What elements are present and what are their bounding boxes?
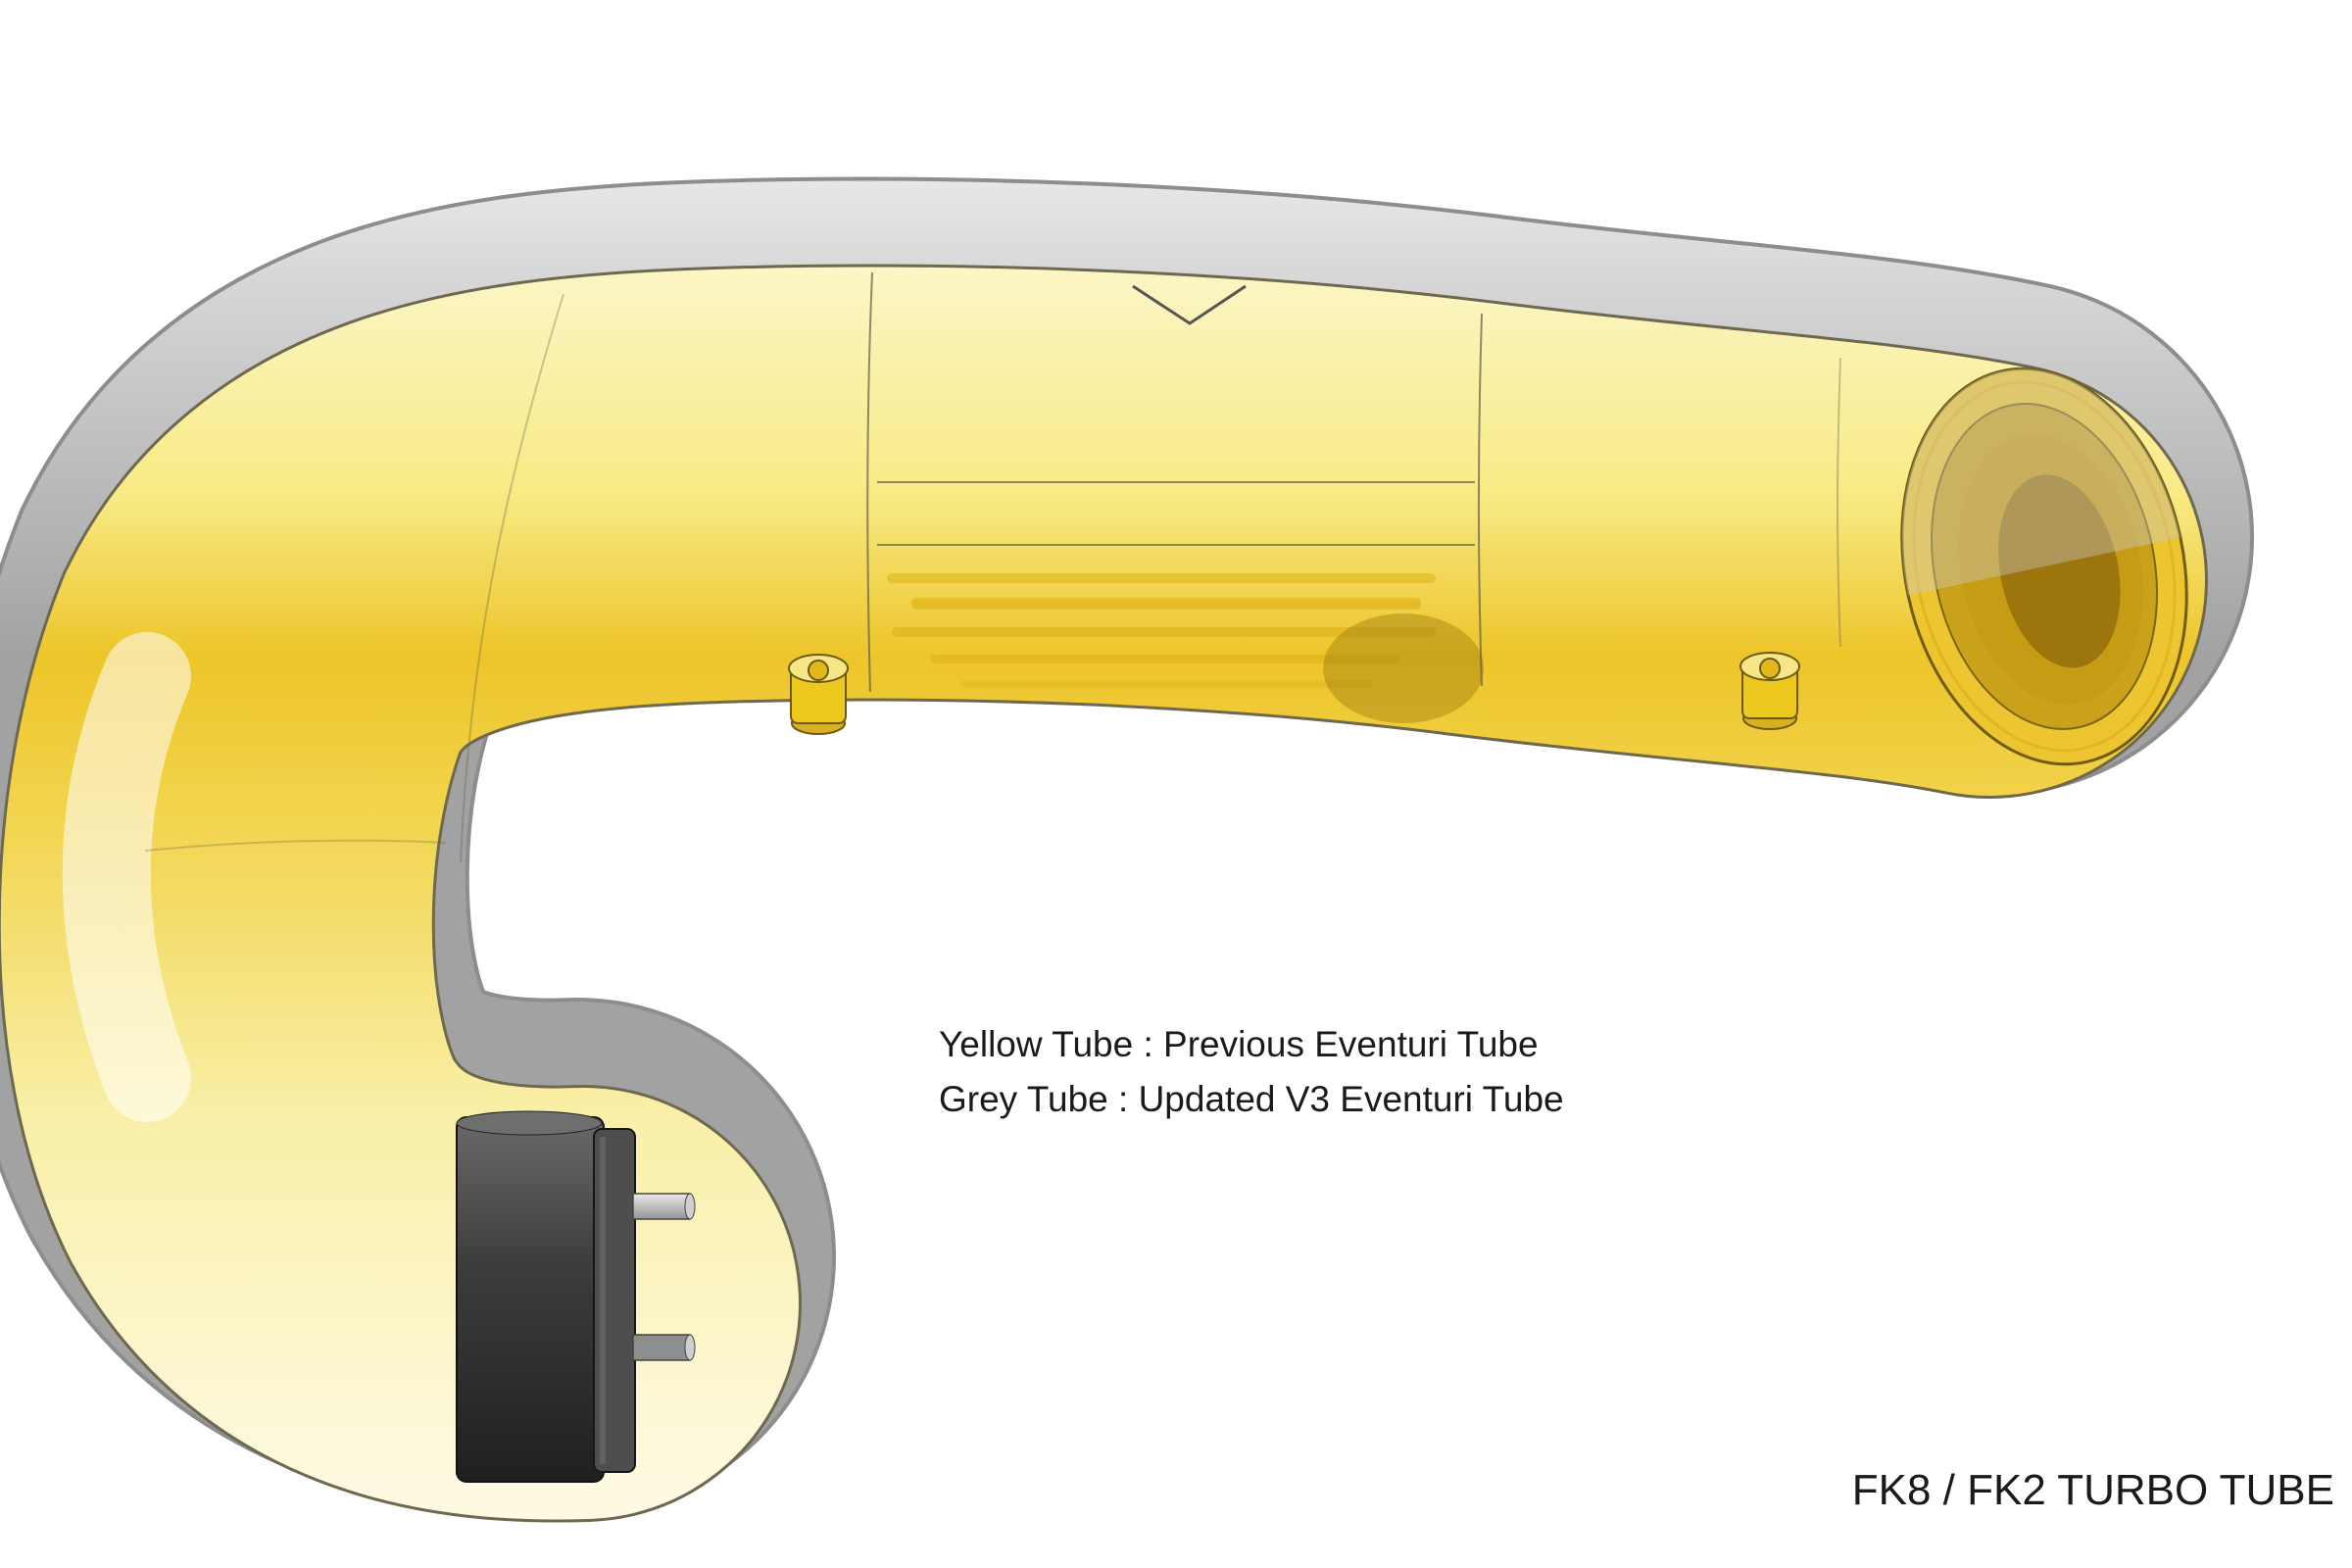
legend-note: Yellow Tube : Previous Eventuri Tube Gre… [939, 1017, 1564, 1127]
flange-pin-bottom [632, 1334, 696, 1361]
recess-shadow [1323, 613, 1484, 723]
legend-note-line2: Grey Tube : Updated V3 Eventuri Tube [939, 1079, 1564, 1120]
yellow-tube [0, 264, 2208, 1523]
legend-note-line1: Yellow Tube : Previous Eventuri Tube [939, 1024, 1539, 1064]
drawing-title: FK8 / FK2 TURBO TUBE [1851, 1466, 2334, 1514]
surface-streaks [887, 573, 1436, 688]
outlet-opening [1900, 367, 2188, 766]
mounting-boss-rear [1740, 652, 1800, 730]
flange-top-face [456, 1110, 603, 1136]
bend-highlight [62, 632, 191, 1122]
mounting-boss-front [788, 654, 849, 735]
inlet-flange [456, 1110, 696, 1483]
panel-seam-lines [144, 271, 1841, 863]
alignment-notch [1132, 284, 1247, 325]
grey-tube-over-outlet [1901, 368, 2180, 596]
flange-pin-top [632, 1193, 696, 1220]
yellow-tube-body [0, 267, 2205, 1520]
